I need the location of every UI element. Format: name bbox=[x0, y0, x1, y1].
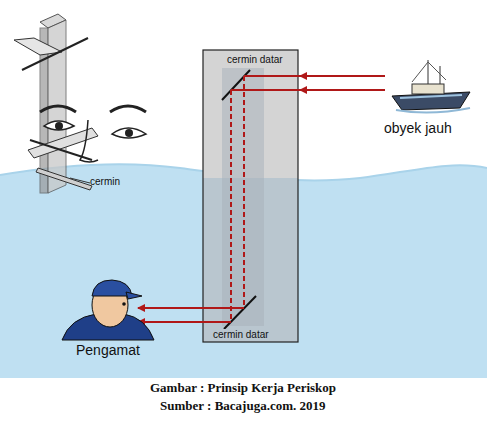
mirror-label: cermin datar bbox=[226, 54, 284, 66]
light-rays bbox=[138, 76, 385, 322]
mirror-label: cermin datar bbox=[212, 329, 270, 341]
observer-label: Pengamat bbox=[76, 342, 140, 358]
observer bbox=[62, 280, 154, 340]
ship bbox=[392, 60, 470, 113]
mirror-label: cermin bbox=[90, 176, 120, 188]
periscope-sketch bbox=[14, 14, 146, 193]
bottom-mirror bbox=[224, 296, 256, 329]
top-mirror bbox=[222, 70, 250, 100]
source-text: Sumber : Bacajuga.com. 2019 bbox=[160, 399, 326, 414]
caption: Gambar : Prinsip Kerja Periskop bbox=[150, 381, 336, 396]
periscope-tube bbox=[203, 50, 298, 342]
object-label: obyek jauh bbox=[384, 120, 452, 136]
